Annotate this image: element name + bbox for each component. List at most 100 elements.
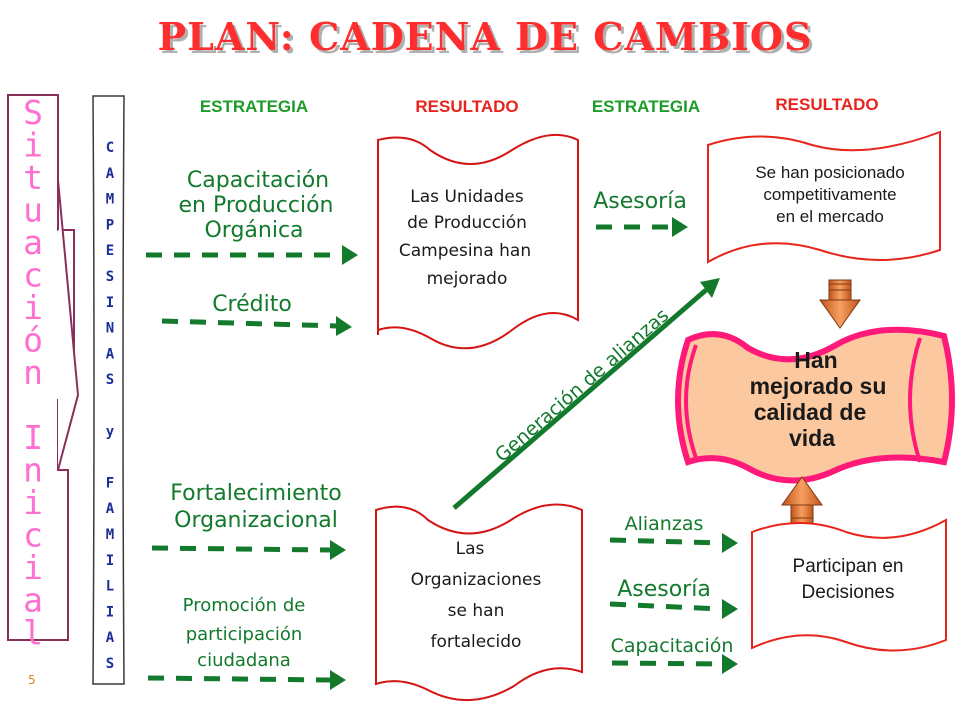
campesinas-letter: C [106,140,114,156]
campesinas-familias-box [92,95,125,685]
campesinas-letter: F [106,475,114,491]
situacion-letter: a [23,581,43,620]
arrow-capacitacion-bottom-head [722,654,738,674]
arrow-alianzas-bottom-head [722,533,738,553]
campesinas-letter: I [106,295,114,311]
situacion-arrow-tip [57,179,80,471]
arrow-capacitacion-bottom-line [611,660,723,667]
result-market-line3: en el mercado [776,207,884,226]
result-units-line2: de Producción [407,213,527,233]
strategy-capacitacion-line3: Orgánica [204,218,303,243]
result-market-scroll [707,130,941,264]
campesinas-letter: M [106,192,114,208]
situacion-letter: i [23,126,43,165]
situacion-letter: t [23,158,43,197]
campesinas-letter: A [106,501,115,517]
result-decisions-line1: Participan en [793,556,904,577]
arrow-alianzas-bottom-line [609,537,723,546]
situacion-letter: S [23,93,43,132]
page-title: PLAN: CADENA DE CAMBIOS [158,14,813,59]
result-market-line1: Se han posicionado [755,163,904,182]
arrow-alianzas-line [452,288,708,510]
situacion-letter: i [23,548,43,587]
result-market-line2: competitivamente [763,185,896,204]
arrow-asesoria-top-head [672,217,688,237]
result-decisions-line2: Decisiones [802,582,895,603]
arrow-promocion-head [330,670,346,690]
result-orgs-line3: se han [448,601,505,621]
result-orgs-line1: Las [456,539,485,559]
strategy-alianzas: Alianzas [625,513,704,535]
campesinas-letter: I [106,604,114,620]
result-orgs-scroll [375,503,583,701]
header-resultado-1: RESULTADO [415,97,518,116]
arrow-credito-line [161,318,339,329]
arrow-fortalecimiento-head [330,540,346,560]
situacion-letter: i [23,288,43,327]
quality-line3: calidad de [754,399,866,425]
orange-arrow-up [781,476,823,528]
result-orgs-line4: fortalecido [431,632,522,652]
campesinas-letter: S [106,656,114,672]
strategy-asesoria-bottom: Asesoría [617,577,711,602]
arrow-asesoria-bottom-line [609,601,723,612]
header-estrategia-1: ESTRATEGIA [200,97,308,116]
strategy-promocion-line2: participación [186,624,303,645]
situacion-letter: l [23,613,43,652]
situacion-letter: a [23,223,43,262]
strategy-fortalecimiento-line2: Organizacional [174,508,338,533]
campesinas-letter: S [106,269,114,285]
result-units-line3: Campesina han [399,241,531,261]
orange-arrow-down [819,279,861,329]
strategy-fortalecimiento-line1: Fortalecimiento [170,481,341,506]
strategy-capacitacion-line2: en Producción [179,193,334,218]
campesinas-letter: N [106,321,114,337]
situacion-letter: c [23,516,43,555]
situacion-letter: c [23,256,43,295]
strategy-asesoria-top: Asesoría [593,189,687,214]
campesinas-letter: A [106,630,115,646]
strategy-promocion-line1: Promoción de [183,595,306,616]
campesinas-letter: y [106,424,115,440]
result-decisions-scroll [751,518,947,652]
result-units-line1: Las Unidades [410,187,524,207]
strategy-promocion-line3: ciudadana [197,650,291,671]
result-units-line4: mejorado [427,269,508,289]
arrow-fortalecimiento-line [151,545,331,553]
arrow-promocion-line [147,675,331,683]
arrow-capacitacion-head [342,245,358,265]
strategy-credito: Crédito [212,292,292,317]
arrow-alianzas-head [700,278,720,298]
campesinas-letter: E [106,243,114,259]
result-units-scroll [377,133,579,350]
strategy-capacitacion-line1: Capacitación [187,168,329,193]
arrow-credito-head [336,316,352,336]
situacion-letter: i [23,483,43,522]
campesinas-letter: I [106,553,114,569]
quality-line2: mejorado su [750,373,887,399]
quality-of-life-banner [675,326,955,484]
campesinas-letter: L [106,579,114,595]
arrow-asesoria-bottom-head [722,599,738,619]
situacion-letter: I [23,418,43,457]
result-orgs-line2: Organizaciones [411,570,542,590]
situacion-letter: n [23,451,43,490]
quality-line1: Han [794,347,837,373]
header-resultado-2: RESULTADO [775,95,878,114]
campesinas-letter: A [106,166,115,182]
situacion-letter: ó [23,321,43,360]
situacion-letter: u [23,191,43,230]
campesinas-letter: A [106,346,115,362]
campesinas-letter: P [106,217,114,233]
campesinas-letter: M [106,527,114,543]
page-title-shadow: PLAN: CADENA DE CAMBIOS [161,17,816,62]
strategy-capacitacion-bottom: Capacitación [611,635,734,657]
situacion-letter: n [23,353,43,392]
alianzas-generation-label: Generación de alianzas [491,304,673,466]
page-number: 5 [28,673,36,687]
quality-line4: vida [789,425,835,451]
campesinas-letter: S [106,372,114,388]
